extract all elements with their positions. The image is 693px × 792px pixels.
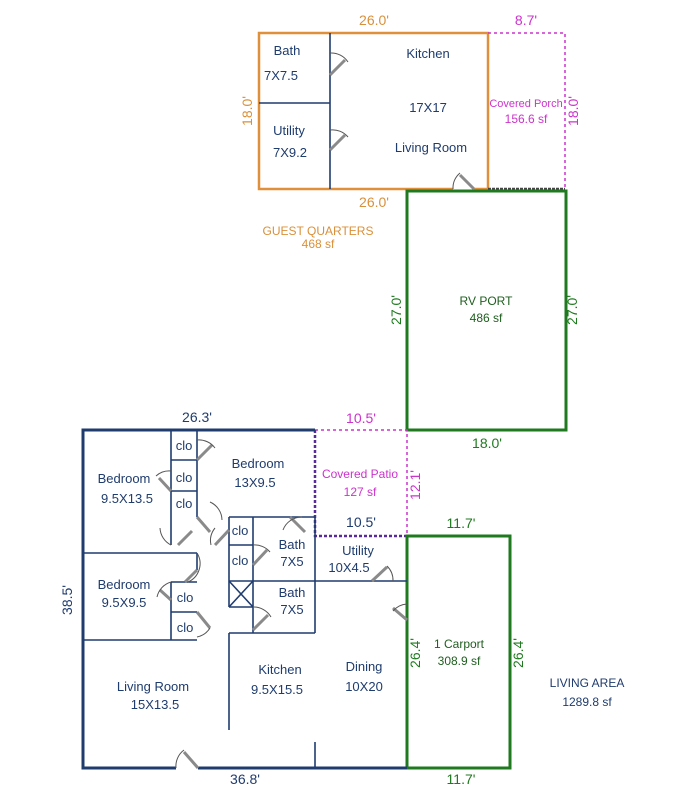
patio-dim-right: 12.1' — [407, 470, 423, 500]
guest-kitchen-name: Kitchen — [406, 46, 449, 61]
rv-dim-left: 27.0' — [388, 295, 404, 325]
patio-title: Covered Patio — [322, 467, 398, 481]
rv-dim-bottom: 18.0' — [472, 435, 502, 451]
door-icon — [159, 527, 194, 547]
porch-area: 156.6 sf — [505, 112, 548, 126]
bath2-name: Bath — [279, 585, 306, 600]
living-area-value: 1289.8 sf — [562, 695, 612, 709]
rv-port-title: RV PORT — [460, 294, 514, 308]
rv-dim-right: 27.0' — [564, 295, 580, 325]
rv-port: 27.0' 27.0' 18.0' RV PORT 486 sf — [388, 189, 580, 451]
door-icon — [155, 470, 173, 493]
carport-dim-left: 26.4' — [407, 638, 423, 668]
porch-dim-right: 18.0' — [565, 96, 581, 126]
covered-patio: 10.5' 10.5' 12.1' Covered Patio 127 sf — [313, 410, 423, 538]
bedroom2-name: Bedroom — [232, 456, 285, 471]
carport-outline — [405, 534, 512, 770]
doors — [155, 439, 408, 769]
guest-quarters-area: 468 sf — [302, 237, 335, 251]
living-room-name: Living Room — [117, 679, 189, 694]
guest-bath-size: 7X7.5 — [264, 68, 298, 83]
guest-living-name: Living Room — [395, 140, 467, 155]
door-icon — [156, 581, 173, 602]
door-icon — [195, 501, 223, 533]
closet-label: clo — [177, 620, 194, 635]
main-dim-left: 38.5' — [59, 585, 75, 615]
bedroom2-size: 13X9.5 — [234, 475, 275, 490]
guest-main-size: 17X17 — [409, 100, 447, 115]
patio-dim-top: 10.5' — [346, 410, 376, 426]
carport-dim-bottom: 11.7' — [447, 771, 476, 787]
bedroom3-name: Bedroom — [98, 577, 151, 592]
living-room-size: 15X13.5 — [131, 697, 179, 712]
interior-walls — [83, 430, 407, 768]
door-icon — [210, 527, 231, 547]
bath1-size: 7X5 — [280, 554, 303, 569]
guest-utility-name: Utility — [273, 123, 305, 138]
main-house: 26.3' 36.8' 38.5' Bedroom 9.5X13.5 Bedro… — [59, 409, 408, 787]
main-dim-bottom: 36.8' — [230, 771, 260, 787]
kitchen-name: Kitchen — [258, 662, 301, 677]
carport-dim-right: 26.4' — [510, 638, 526, 668]
door-icon — [175, 749, 200, 769]
guest-quarters-title: GUEST QUARTERS — [263, 224, 374, 238]
rv-port-outline — [405, 189, 568, 432]
door-icon — [282, 515, 307, 534]
closet-label: clo — [176, 496, 193, 511]
dining-name: Dining — [346, 659, 383, 674]
covered-porch-outline — [488, 32, 566, 189]
door-icon — [195, 439, 216, 462]
closet-label: clo — [232, 523, 249, 538]
bedroom1-name: Bedroom — [98, 471, 151, 486]
covered-porch: 8.7' 18.0' Covered Porch 156.6 sf — [488, 12, 581, 191]
carport-area: 308.9 sf — [438, 654, 481, 668]
closet-label: clo — [176, 470, 193, 485]
closet-label: clo — [177, 590, 194, 605]
carport: 11.7' 11.7' 26.4' 26.4' 1 Carport 308.9 … — [405, 515, 526, 787]
door-icon — [328, 52, 349, 77]
door-icon — [251, 606, 272, 632]
porch-title: Covered Porch — [489, 98, 562, 110]
door-icon — [195, 611, 212, 638]
door-icon — [251, 544, 271, 567]
guest-utility-size: 7X9.2 — [273, 145, 307, 160]
door-icon — [452, 172, 476, 191]
dining-size: 10X20 — [345, 679, 383, 694]
bedroom1-size: 9.5X13.5 — [101, 491, 153, 506]
rv-port-area: 486 sf — [470, 311, 503, 325]
bath2-size: 7X5 — [280, 602, 303, 617]
living-area-title: LIVING AREA — [550, 676, 625, 690]
closet-label: clo — [176, 438, 193, 453]
main-dim-top: 26.3' — [182, 409, 212, 425]
bedroom3-size: 9.5X9.5 — [102, 595, 147, 610]
door-icon — [183, 552, 201, 584]
patio-dim-bottom: 10.5' — [346, 514, 376, 530]
guest-quarters: 26.0' 26.0' 18.0' Bath 7X7.5 Utility 7X9… — [239, 12, 490, 251]
patio-area: 127 sf — [344, 485, 377, 499]
utility-name: Utility — [342, 543, 374, 558]
closet-label: clo — [232, 553, 249, 568]
guest-dim-left: 18.0' — [239, 96, 255, 126]
bath1-name: Bath — [279, 537, 306, 552]
door-icon — [370, 565, 394, 583]
guest-dim-bottom: 26.0' — [359, 194, 389, 210]
covered-patio-outline — [315, 429, 408, 536]
living-area-summary: LIVING AREA 1289.8 sf — [550, 676, 625, 709]
door-icon — [392, 603, 408, 622]
porch-dim-top: 8.7' — [515, 12, 537, 28]
kitchen-size: 9.5X15.5 — [251, 682, 303, 697]
carport-title: 1 Carport — [434, 637, 485, 651]
carport-dim-top: 11.7' — [447, 515, 476, 531]
guest-quarters-outline — [257, 31, 490, 191]
guest-dim-top: 26.0' — [359, 12, 389, 28]
utility-size: 10X4.5 — [328, 560, 369, 575]
guest-bath-name: Bath — [274, 43, 301, 58]
door-icon — [328, 129, 349, 152]
main-house-outline — [81, 428, 407, 770]
